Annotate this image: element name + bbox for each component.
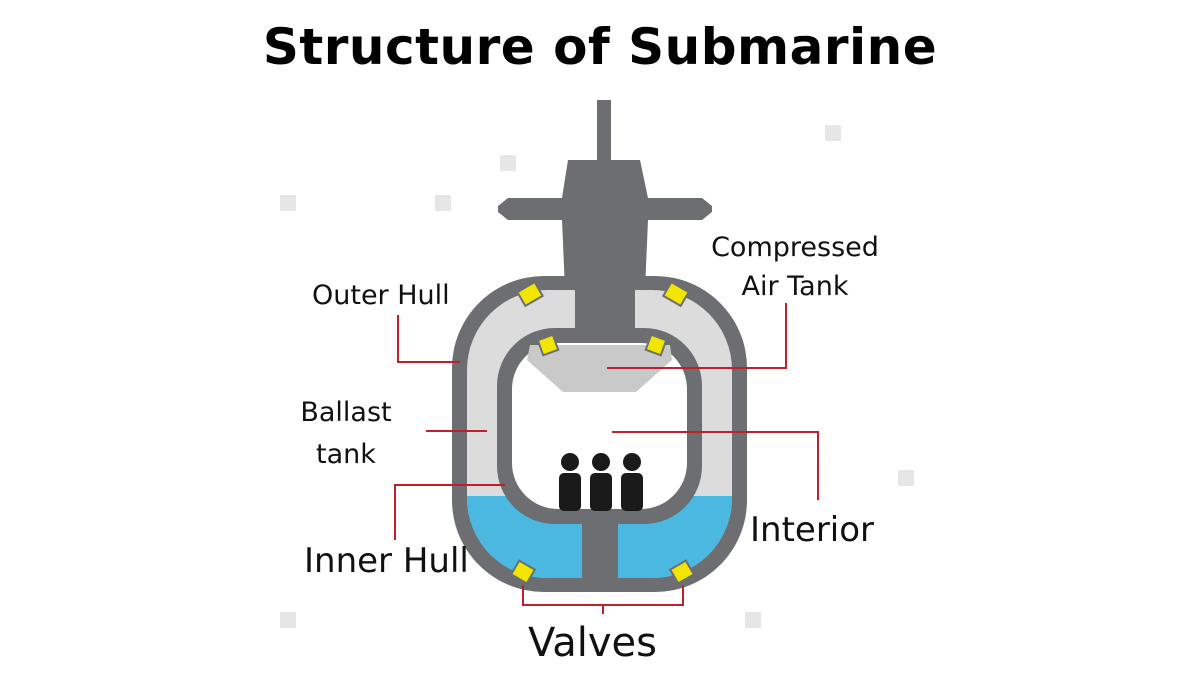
valve bbox=[668, 559, 696, 585]
label-inner-hull: Inner Hull bbox=[304, 541, 469, 581]
label-compressed-line1: Compressed bbox=[711, 232, 879, 263]
periscope bbox=[597, 100, 611, 162]
valve bbox=[509, 559, 537, 585]
valve bbox=[515, 280, 545, 308]
label-compressed-air-tank: Compressed Air Tank bbox=[700, 228, 890, 306]
bottom-pillar bbox=[582, 520, 618, 580]
label-ballast-tank: Ballast tank bbox=[285, 392, 407, 476]
compressed-air-leader bbox=[607, 303, 787, 369]
watermark-pattern bbox=[280, 125, 914, 628]
valve bbox=[644, 333, 668, 357]
inner-hull-leader bbox=[394, 484, 505, 540]
label-ballast-line1: Ballast bbox=[300, 397, 392, 428]
conning-tower bbox=[498, 160, 712, 290]
compressed-air-tank bbox=[527, 345, 672, 392]
valves-group bbox=[509, 280, 696, 585]
leader-lines bbox=[394, 303, 819, 614]
page-title: Structure of Submarine bbox=[262, 18, 938, 76]
valve bbox=[661, 280, 691, 308]
label-outer-hull: Outer Hull bbox=[312, 280, 450, 311]
outer-hull-leader bbox=[397, 315, 460, 363]
label-compressed-line2: Air Tank bbox=[741, 271, 849, 302]
label-interior: Interior bbox=[750, 510, 875, 550]
interior-leader bbox=[612, 431, 819, 500]
label-valves: Valves bbox=[528, 620, 658, 666]
valve bbox=[536, 333, 560, 357]
crew-figures bbox=[559, 453, 643, 511]
tower-neck bbox=[575, 286, 635, 336]
label-ballast-line2: tank bbox=[316, 439, 376, 470]
